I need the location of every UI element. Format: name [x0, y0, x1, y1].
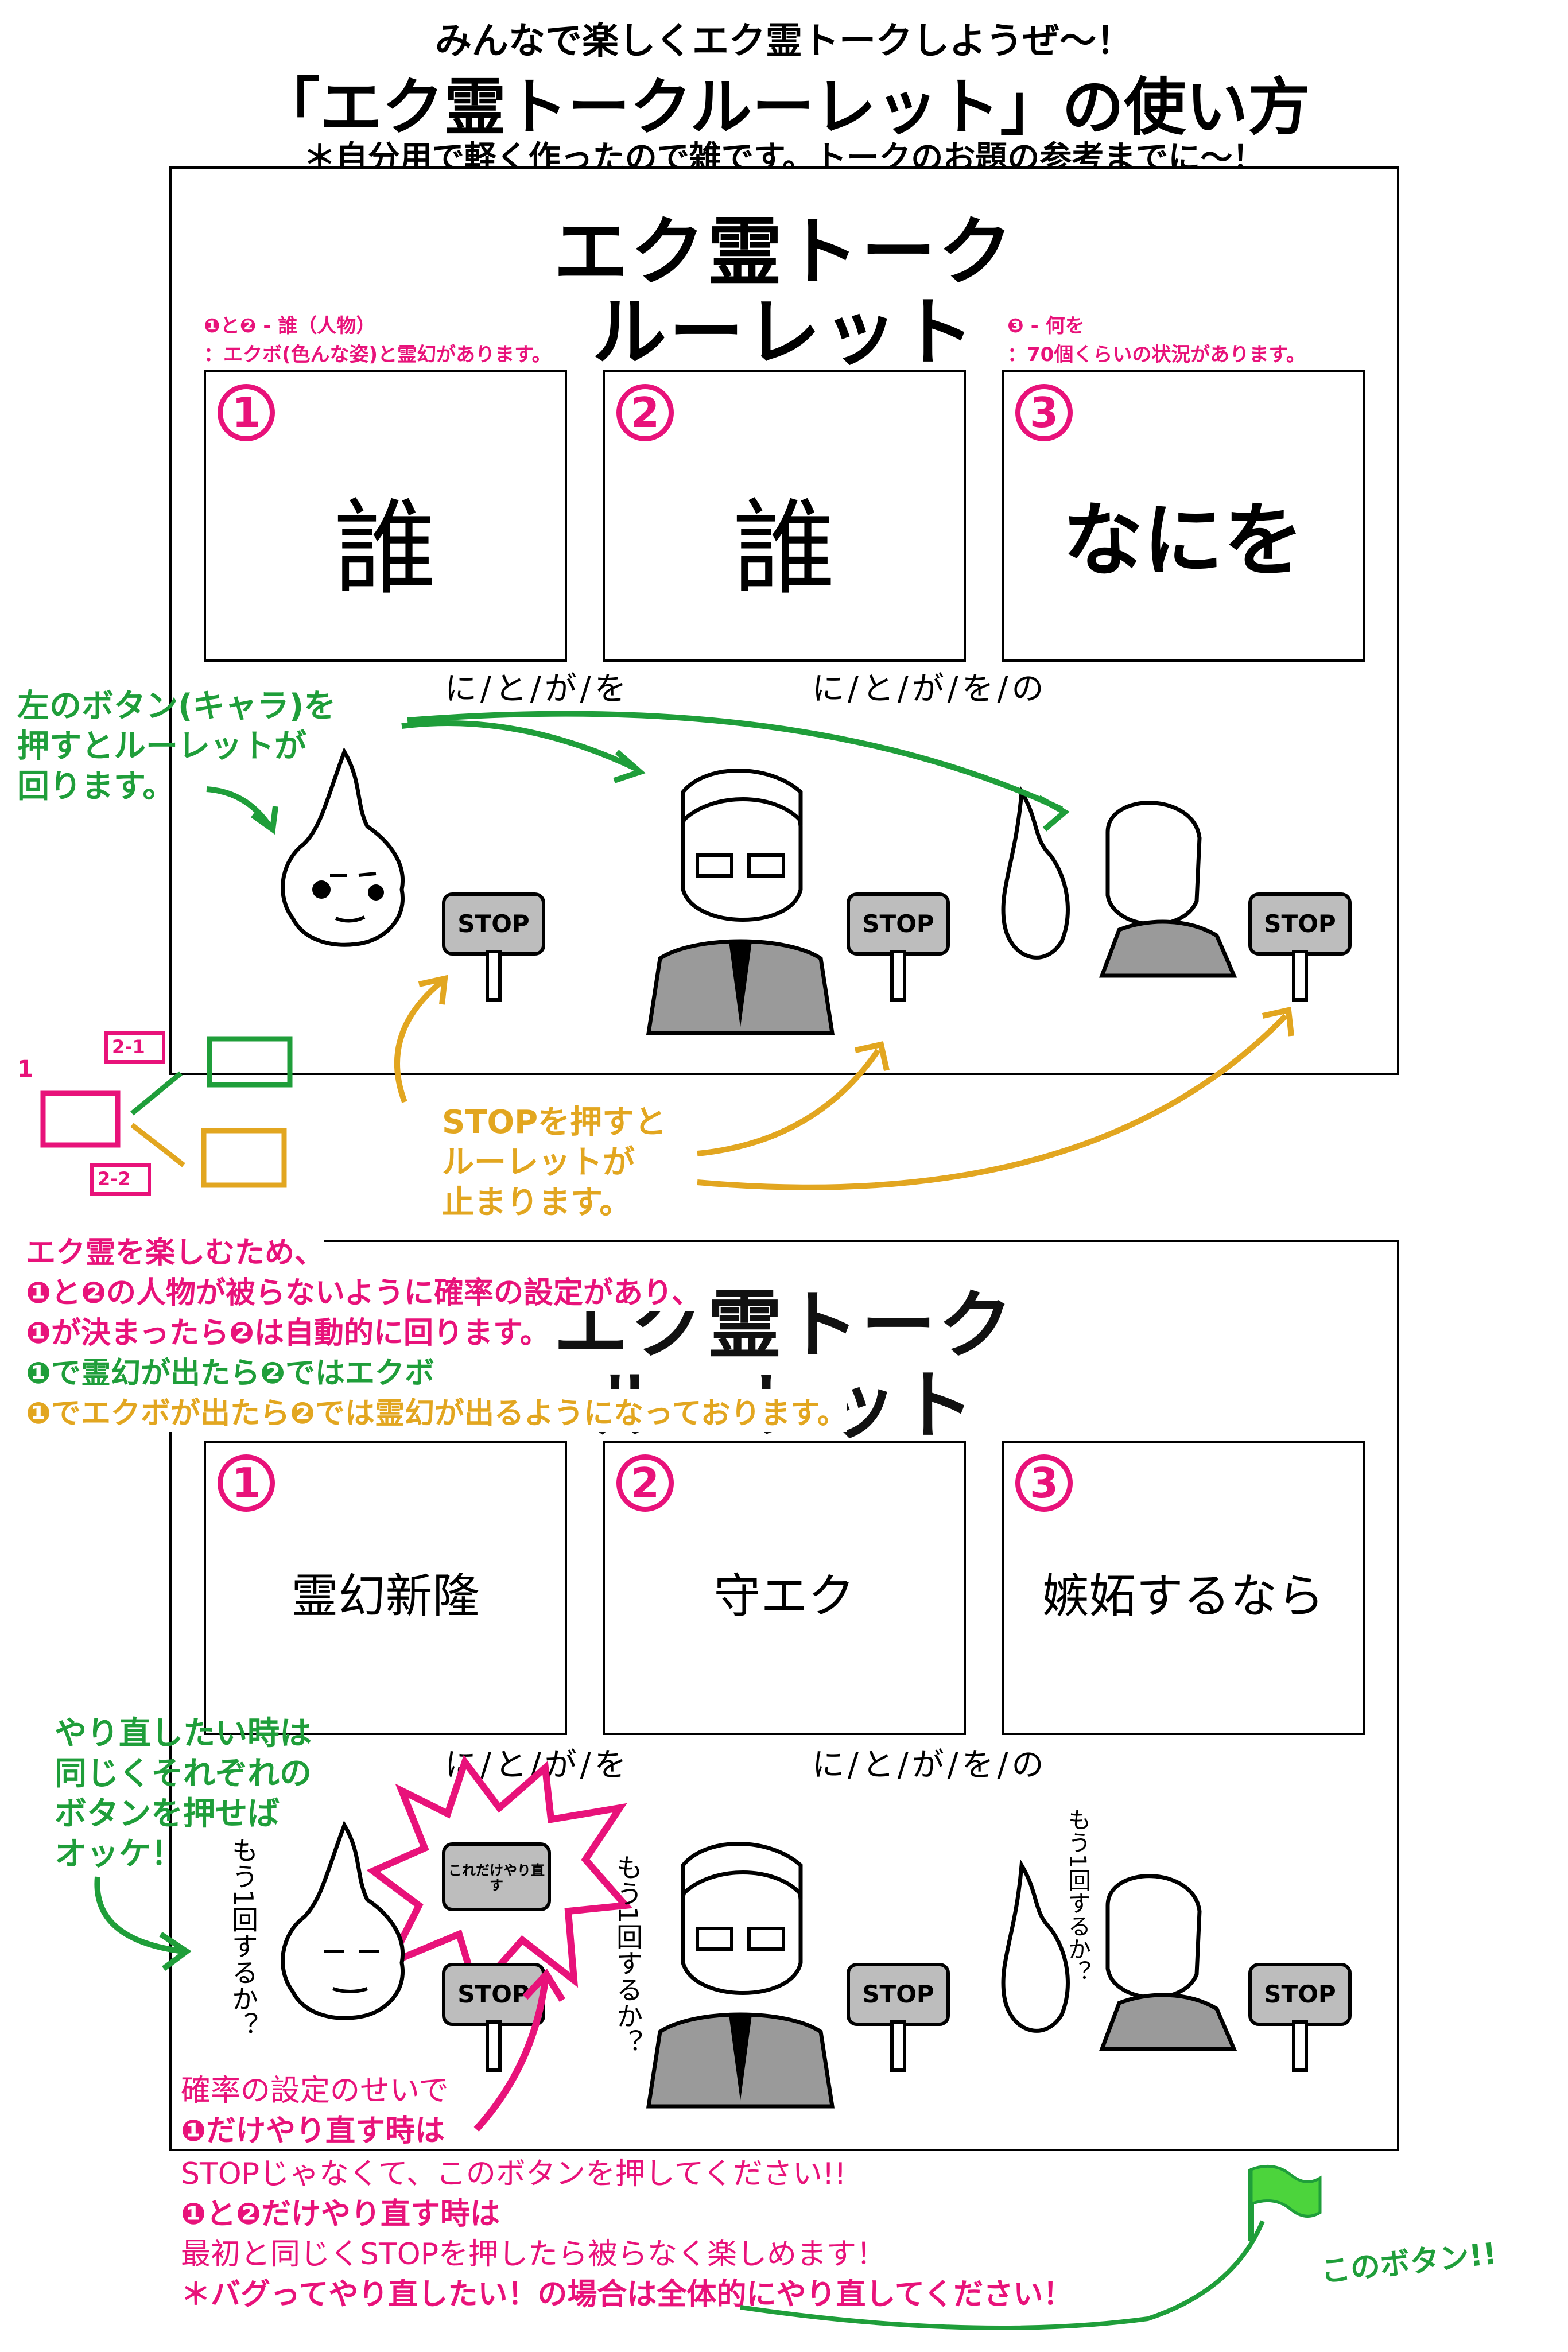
- stop-post: [486, 2020, 502, 2072]
- footer-line5: 最初と同じくSTOPを押したら被らなく楽しめます！: [181, 2237, 887, 2272]
- slot-number-1: 1: [218, 384, 275, 441]
- note-press-left-1: 左のボタン(キャラ)を: [17, 688, 336, 725]
- note-press-left-2: 押すとルーレットが: [17, 728, 306, 765]
- character-reigen-button-top[interactable]: [643, 758, 838, 1035]
- note-slot-3-line2: ：70個くらいの状況があります。: [1007, 343, 1306, 366]
- stop-post: [1292, 2020, 1308, 2072]
- footer-line6: ＊バグってやり直したい！の場合は全体的にやり直してください！: [181, 2277, 1073, 2312]
- character-spirit-button-bottom[interactable]: [270, 1819, 419, 2037]
- note-slot-12-line1: ❶と❷ - 誰（人物）: [204, 315, 376, 337]
- diagram-label-1: 1: [17, 1056, 33, 1082]
- character-reigen-button-bottom[interactable]: [643, 1831, 838, 2109]
- footer-line2: ❶だけやり直す時は: [181, 2106, 445, 2149]
- slot-2-top[interactable]: 2 誰: [603, 370, 966, 662]
- slot-value: 霊幻新隆: [291, 1569, 480, 1624]
- explanation-line2: ❶と❷の人物が被らないように確率の設定があり、: [26, 1268, 701, 1311]
- connector-2-bottom: に/と/が/を/の: [812, 1746, 1047, 1784]
- roulette-title-line2: ルーレット: [592, 289, 977, 376]
- slot-1-top[interactable]: 1 誰: [204, 370, 567, 662]
- header-line1: みんなで楽しくエク霊トークしようぜ〜！: [435, 20, 1133, 63]
- stop-post: [890, 2020, 906, 2072]
- stop-button-1-bottom[interactable]: STOP: [442, 1963, 545, 2026]
- stop-post: [1292, 950, 1308, 1002]
- slot-3-bottom[interactable]: 3 嫉妬するなら: [1002, 1441, 1365, 1735]
- slot-value: 誰: [732, 489, 836, 609]
- speech-reigen: もう1回するか？: [612, 1854, 643, 2056]
- explanation-line5: ❶でエクボが出たら❷では霊幻が出るようになっております。: [26, 1389, 847, 1432]
- note-slot-12-line2: ：エクボ(色んな姿)と霊幻があります。: [204, 343, 552, 366]
- diagram-label-2-2: 2-2: [98, 1168, 131, 1190]
- note-press-left-3: 回ります。: [17, 768, 175, 805]
- connector-2-top: に/と/が/を/の: [812, 670, 1047, 708]
- note-redo-1: やり直したい時は: [55, 1715, 312, 1752]
- slot-2-bottom[interactable]: 2 守エク: [603, 1441, 966, 1735]
- note-press-stop-2: ルーレットが: [442, 1144, 635, 1181]
- footer-line1: 確率の設定のせいで: [181, 2066, 449, 2109]
- slot-number-3: 3: [1015, 384, 1073, 441]
- character-pair-button-top[interactable]: [999, 785, 1245, 978]
- page-title: 「エク霊トークルーレット」の使い方: [258, 72, 1310, 143]
- slot-number-2: 2: [616, 1454, 674, 1512]
- footer-line4: ❶と❷だけやり直す時は: [181, 2197, 500, 2231]
- diagram-label-2-1: 2-1: [112, 1036, 145, 1058]
- speech-spirit: もう1回するか？: [228, 1837, 259, 2039]
- slot-value: なにを: [1062, 494, 1304, 588]
- roulette-title-line1: エク霊トーク: [553, 208, 1015, 296]
- restart-flag-icon[interactable]: [1240, 2164, 1326, 2244]
- note-slot-3-line1: ❸ - 何を: [1007, 315, 1085, 337]
- note-redo-2: 同じくそれぞれの: [55, 1755, 312, 1792]
- note-press-stop-1: STOPを押すと: [442, 1104, 667, 1141]
- footer-line3: STOPじゃなくて、このボタンを押してください!!: [181, 2157, 847, 2191]
- explanation-line4: ❶で霊幻が出たら❷ではエクボ: [26, 1349, 435, 1392]
- speech-pair: もう1回するか？: [1064, 1808, 1090, 1984]
- explanation-line3: ❶が決まったら❷は自動的に回ります。: [26, 1309, 550, 1352]
- stop-post: [890, 950, 906, 1002]
- character-spirit-button-top[interactable]: [270, 746, 419, 964]
- connector-1-top: に/と/が/を: [445, 670, 630, 708]
- stop-button-2-top[interactable]: STOP: [847, 892, 950, 956]
- slot-value: 守エク: [713, 1569, 855, 1624]
- explanation-line1: エク霊を楽しむため、: [26, 1228, 325, 1271]
- slot-value: 嫉妬するなら: [1042, 1569, 1325, 1624]
- slot-1-bottom[interactable]: 1 霊幻新隆: [204, 1441, 567, 1735]
- note-press-stop-3: 止まります。: [442, 1184, 632, 1221]
- character-pair-button-bottom[interactable]: [999, 1858, 1245, 2051]
- slot-number-2: 2: [616, 384, 674, 441]
- slot-3-top[interactable]: 3 なにを: [1002, 370, 1365, 662]
- note-redo-3: ボタンを押せば: [55, 1795, 280, 1833]
- slot-value: 誰: [333, 489, 437, 609]
- stop-button-2-bottom[interactable]: STOP: [847, 1963, 950, 2026]
- stop-post: [486, 950, 502, 1002]
- this-only-redo-button[interactable]: これだけやり直す: [442, 1842, 551, 1911]
- note-redo-4: オッケ！: [55, 1835, 183, 1873]
- slot-number-3: 3: [1015, 1454, 1073, 1512]
- slot-number-1: 1: [218, 1454, 275, 1512]
